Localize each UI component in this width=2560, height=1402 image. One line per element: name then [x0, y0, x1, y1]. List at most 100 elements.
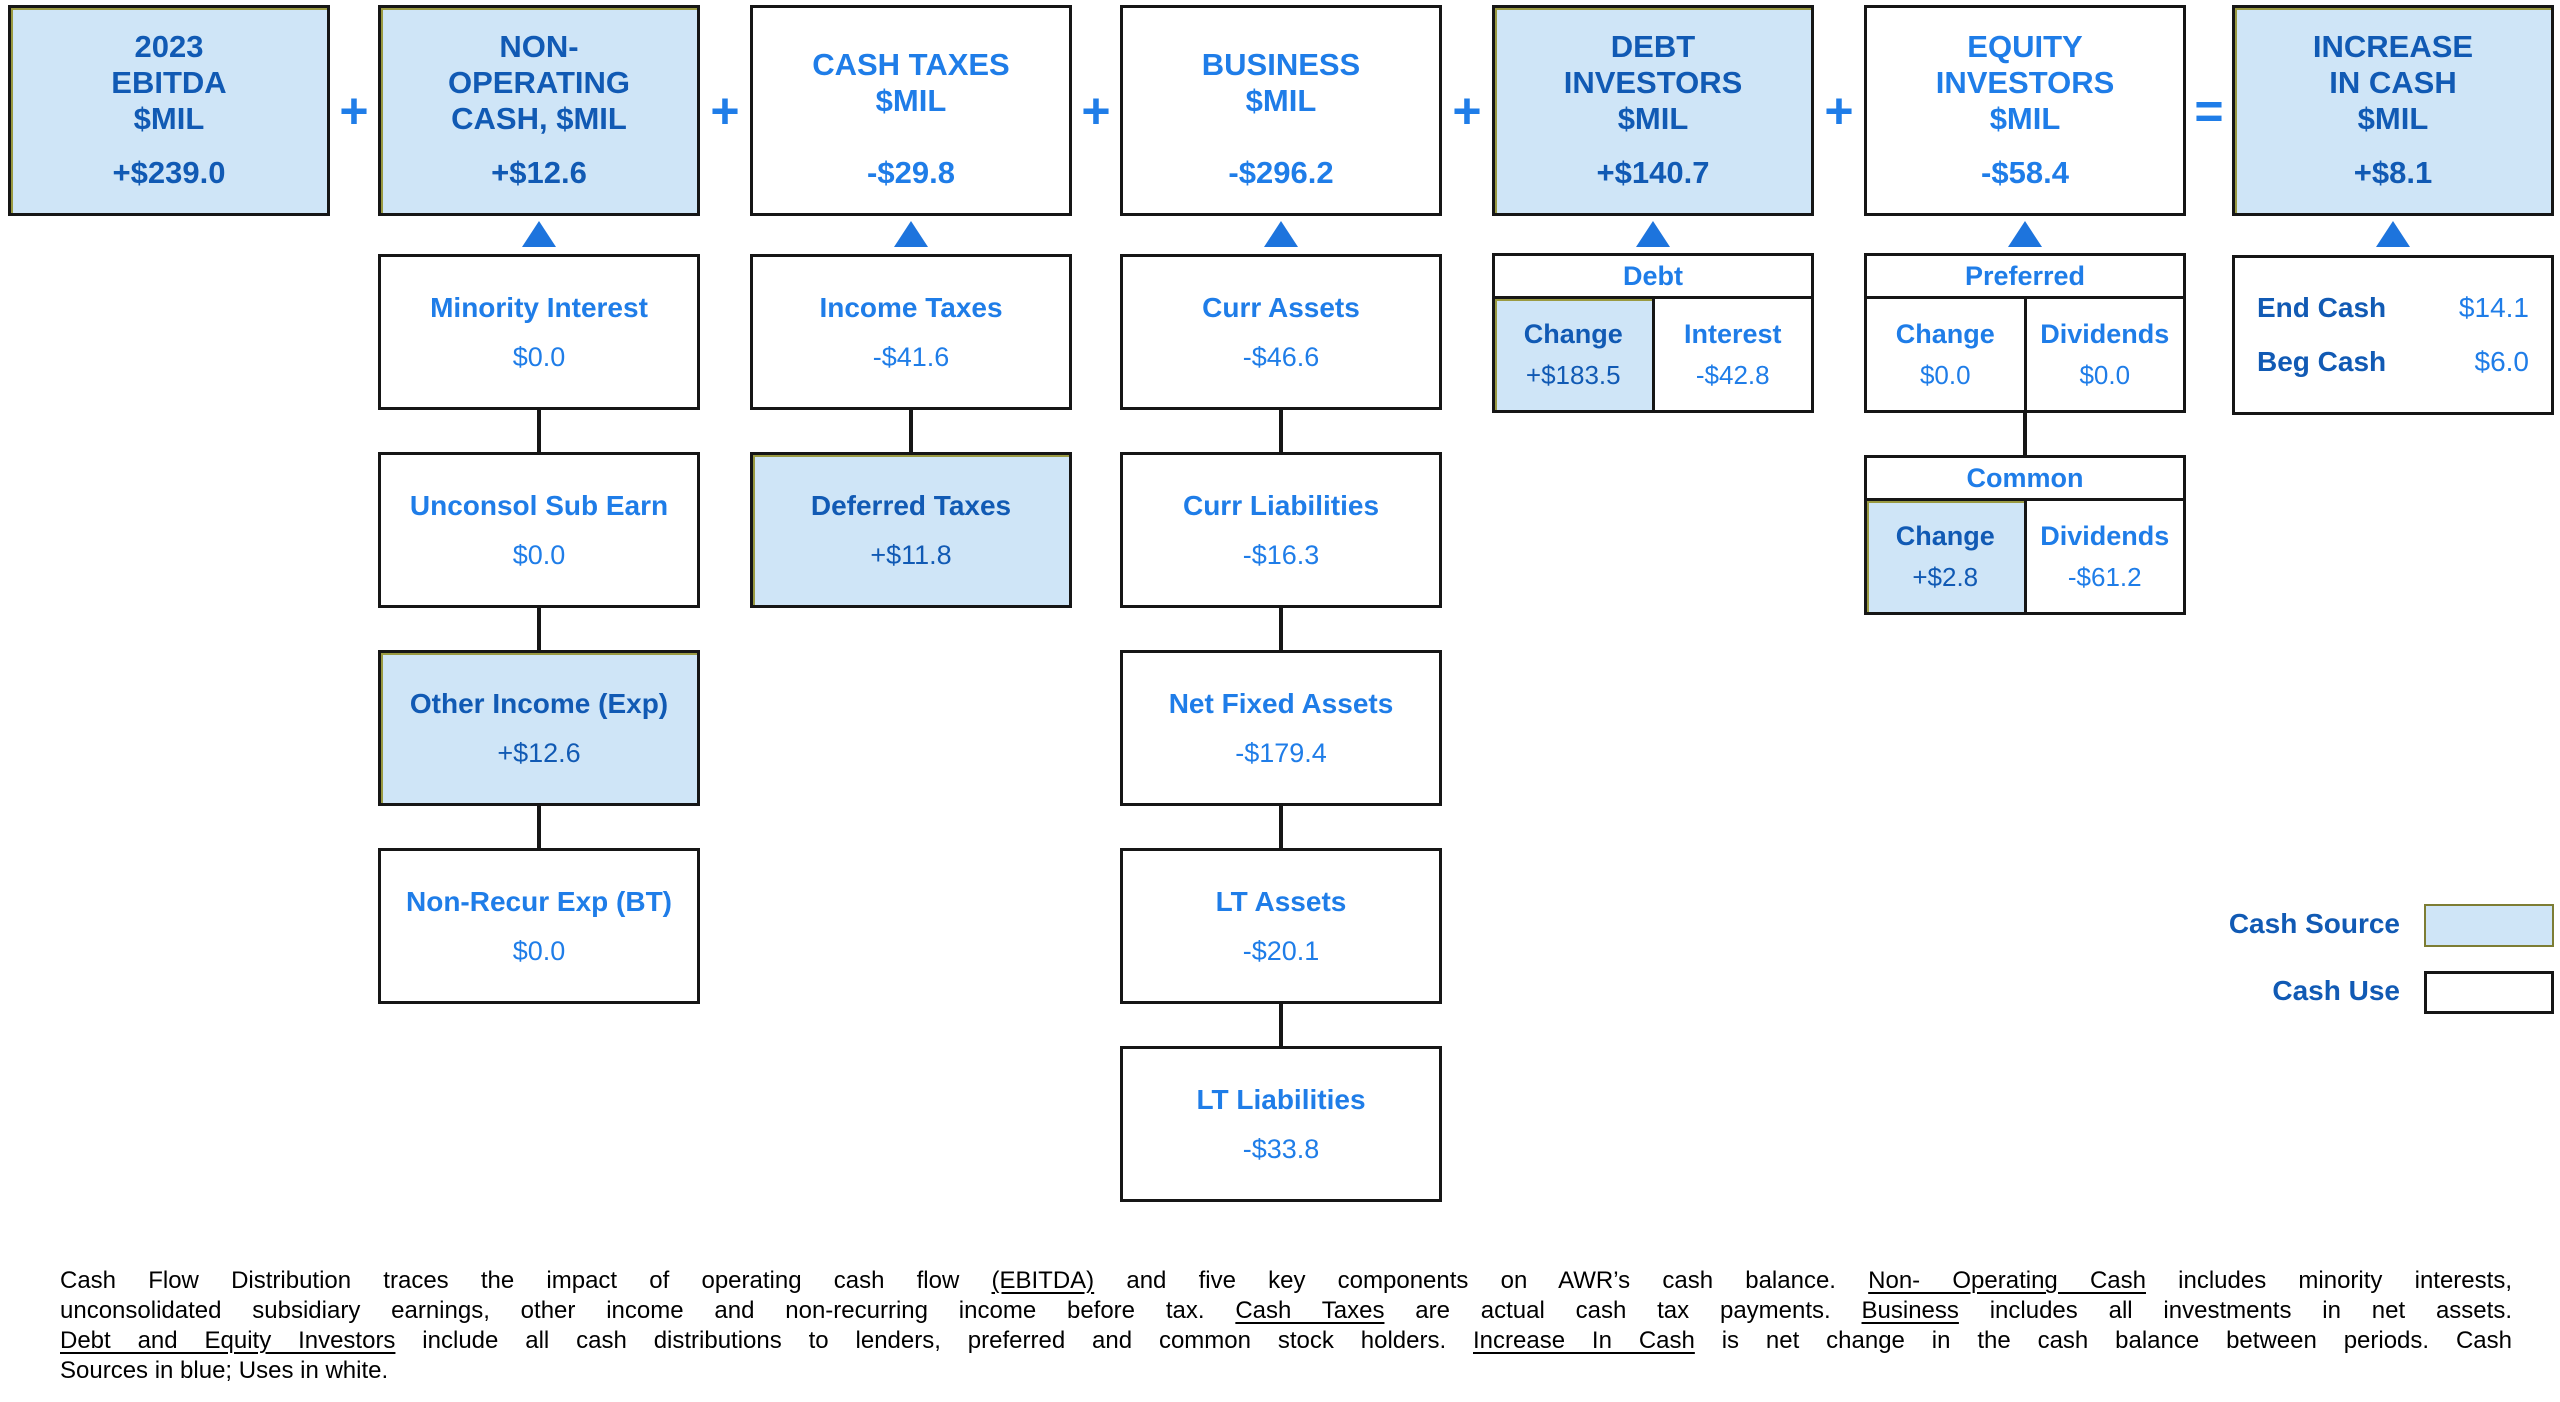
box-value: -$29.8 [867, 155, 955, 190]
arrow-up-icon [2376, 221, 2410, 247]
box-value: +$239.0 [112, 155, 226, 190]
box-value: +$8.1 [2353, 155, 2433, 190]
connector-line [1279, 806, 1283, 848]
summary-value: $6.0 [2474, 346, 2530, 377]
cell-value: +$2.8 [1912, 561, 1979, 592]
connector-line [1279, 608, 1283, 650]
box-title: EQUITY INVESTORS $MIL [1935, 29, 2115, 136]
detail-label: Deferred Taxes [810, 489, 1012, 521]
plus-operator: + [1824, 82, 1854, 139]
legend-cash-source-swatch [2424, 904, 2554, 947]
detail-box-curr-assets: Curr Assets -$46.6 [1120, 254, 1442, 410]
top-box-debt-investors: DEBT INVESTORS $MIL +$140.7 [1492, 5, 1814, 216]
detail-label: LT Liabilities [1196, 1083, 1366, 1115]
detail-value: -$33.8 [1242, 1133, 1320, 1164]
detail-value: -$41.6 [872, 341, 950, 372]
connector-line [537, 608, 541, 650]
box-value: +$140.7 [1596, 155, 1710, 190]
summary-value: $14.1 [2458, 292, 2529, 323]
cell-label: Dividends [2040, 318, 2170, 349]
detail-label: Curr Assets [1202, 291, 1360, 323]
detail-value: +$11.8 [870, 539, 952, 570]
arrow-up-icon [894, 221, 928, 247]
detail-value: -$179.4 [1235, 737, 1327, 768]
box-value: -$296.2 [1228, 155, 1334, 190]
debt-table: Debt Change +$183.5 Interest -$42.8 [1492, 253, 1814, 413]
box-value: +$12.6 [491, 155, 587, 190]
summary-label: Beg Cash [2257, 346, 2387, 377]
debt-change-cell: Change +$183.5 [1495, 299, 1652, 410]
cell-label: Change [1523, 318, 1623, 349]
cell-value: -$42.8 [1695, 359, 1770, 390]
detail-box-lt-assets: LT Assets -$20.1 [1120, 848, 1442, 1004]
cash-summary-box: End Cash $14.1 Beg Cash $6.0 [2232, 255, 2554, 415]
plus-operator: + [710, 82, 740, 139]
box-title: CASH TAXES $MIL [812, 47, 1010, 118]
cell-value: -$61.2 [2067, 561, 2142, 592]
plus-operator: + [1081, 82, 1111, 139]
common-change-cell: Change +$2.8 [1867, 501, 2024, 612]
debt-table-header: Debt [1495, 256, 1811, 299]
top-box-non-operating-cash: NON- OPERATING CASH, $MIL +$12.6 [378, 5, 700, 216]
legend-cash-use-swatch [2424, 971, 2554, 1014]
detail-box-other-income: Other Income (Exp) +$12.6 [378, 650, 700, 806]
footnote-text: Cash Flow Distribution traces the impact… [60, 1267, 2512, 1384]
detail-label: Other Income (Exp) [409, 687, 669, 719]
cell-label: Dividends [2040, 520, 2170, 551]
cell-value: $0.0 [1919, 359, 1971, 390]
detail-value: $0.0 [512, 341, 566, 372]
detail-label: Unconsol Sub Earn [409, 489, 669, 521]
box-title: 2023 EBITDA $MIL [111, 29, 227, 136]
plus-operator: + [339, 82, 369, 139]
connector-line [1279, 1004, 1283, 1046]
arrow-up-icon [522, 221, 556, 247]
common-table: Common Change +$2.8 Dividends -$61.2 [1864, 455, 2186, 615]
box-title: INCREASE IN CASH $MIL [2312, 29, 2474, 136]
preferred-change-cell: Change $0.0 [1867, 299, 2024, 410]
preferred-dividends-cell: Dividends $0.0 [2023, 299, 2184, 410]
detail-label: LT Assets [1215, 885, 1347, 917]
connector-line [1279, 410, 1283, 452]
beg-cash-row: Beg Cash $6.0 [2257, 346, 2529, 378]
detail-label: Income Taxes [819, 291, 1003, 323]
top-box-business: BUSINESS $MIL -$296.2 [1120, 5, 1442, 216]
detail-box-lt-liabilities: LT Liabilities -$33.8 [1120, 1046, 1442, 1202]
connector-line [909, 410, 913, 452]
summary-label: End Cash [2257, 292, 2387, 323]
detail-label: Non-Recur Exp (BT) [406, 885, 672, 917]
common-dividends-cell: Dividends -$61.2 [2023, 501, 2184, 612]
preferred-table: Preferred Change $0.0 Dividends $0.0 [1864, 253, 2186, 413]
detail-box-minority-interest: Minority Interest $0.0 [378, 254, 700, 410]
connector-line [537, 410, 541, 452]
cell-label: Change [1895, 318, 1995, 349]
common-table-header: Common [1867, 458, 2183, 501]
debt-interest-cell: Interest -$42.8 [1651, 299, 1812, 410]
top-box-equity-investors: EQUITY INVESTORS $MIL -$58.4 [1864, 5, 2186, 216]
detail-value: -$46.6 [1242, 341, 1320, 372]
connector-line [2023, 413, 2027, 455]
detail-value: $0.0 [512, 539, 566, 570]
arrow-up-icon [1636, 221, 1670, 247]
detail-label: Minority Interest [430, 291, 648, 323]
detail-value: -$20.1 [1242, 935, 1320, 966]
detail-label: Curr Liabilities [1182, 489, 1380, 521]
detail-box-unconsol-sub-earn: Unconsol Sub Earn $0.0 [378, 452, 700, 608]
detail-box-non-recur-exp: Non-Recur Exp (BT) $0.0 [378, 848, 700, 1004]
detail-box-income-taxes: Income Taxes -$41.6 [750, 254, 1072, 410]
box-value: -$58.4 [1981, 155, 2069, 190]
detail-box-deferred-taxes: Deferred Taxes +$11.8 [750, 452, 1072, 608]
legend-cash-use-label: Cash Use [2272, 975, 2400, 1006]
detail-box-net-fixed-assets: Net Fixed Assets -$179.4 [1120, 650, 1442, 806]
top-box-increase-in-cash: INCREASE IN CASH $MIL +$8.1 [2232, 5, 2554, 216]
detail-value: -$16.3 [1242, 539, 1320, 570]
preferred-table-header: Preferred [1867, 256, 2183, 299]
arrow-up-icon [1264, 221, 1298, 247]
detail-label: Net Fixed Assets [1168, 687, 1394, 719]
plus-operator: + [1452, 82, 1482, 139]
detail-value: $0.0 [512, 935, 566, 966]
equals-operator: = [2194, 82, 2224, 139]
connector-line [537, 806, 541, 848]
legend-cash-source-label: Cash Source [2228, 908, 2400, 939]
box-title: BUSINESS $MIL [1201, 47, 1361, 118]
top-box-cash-taxes: CASH TAXES $MIL -$29.8 [750, 5, 1072, 216]
